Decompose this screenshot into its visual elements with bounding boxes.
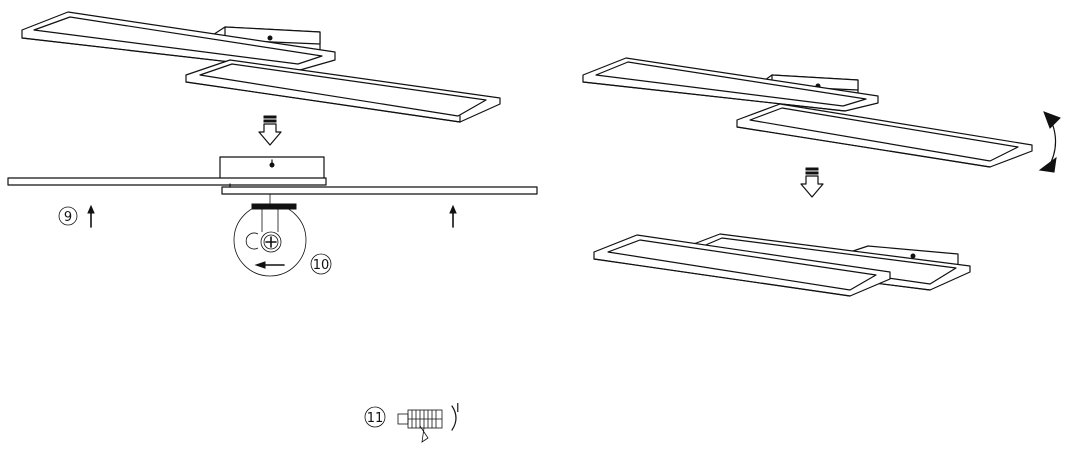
screw-detail-circle xyxy=(233,194,307,277)
lamp-rotated-view xyxy=(593,233,971,297)
switch-on-symbol: I xyxy=(456,401,460,415)
step-11-label: 11 xyxy=(367,411,384,426)
step-9-label: 9 xyxy=(64,210,72,225)
push-up-arrow-icon xyxy=(449,204,457,228)
lamp-side-view xyxy=(7,156,538,195)
push-up-arrow-icon xyxy=(87,204,95,228)
switch-on-icon: I xyxy=(397,401,460,443)
lamp-overview-left xyxy=(21,11,501,123)
step-10: 10 xyxy=(310,253,332,275)
lamp-overview-right xyxy=(582,57,1033,168)
step-10-label: 10 xyxy=(313,258,330,273)
step-11: 11 xyxy=(364,406,386,428)
hollow-down-arrow-icon xyxy=(258,115,282,146)
slide-left-arrow-icon xyxy=(254,261,285,269)
hollow-down-arrow-icon xyxy=(800,167,824,198)
step-9: 9 xyxy=(58,204,95,228)
screw-head-icon xyxy=(265,236,277,248)
rotate-arrow-icon xyxy=(1038,111,1061,173)
